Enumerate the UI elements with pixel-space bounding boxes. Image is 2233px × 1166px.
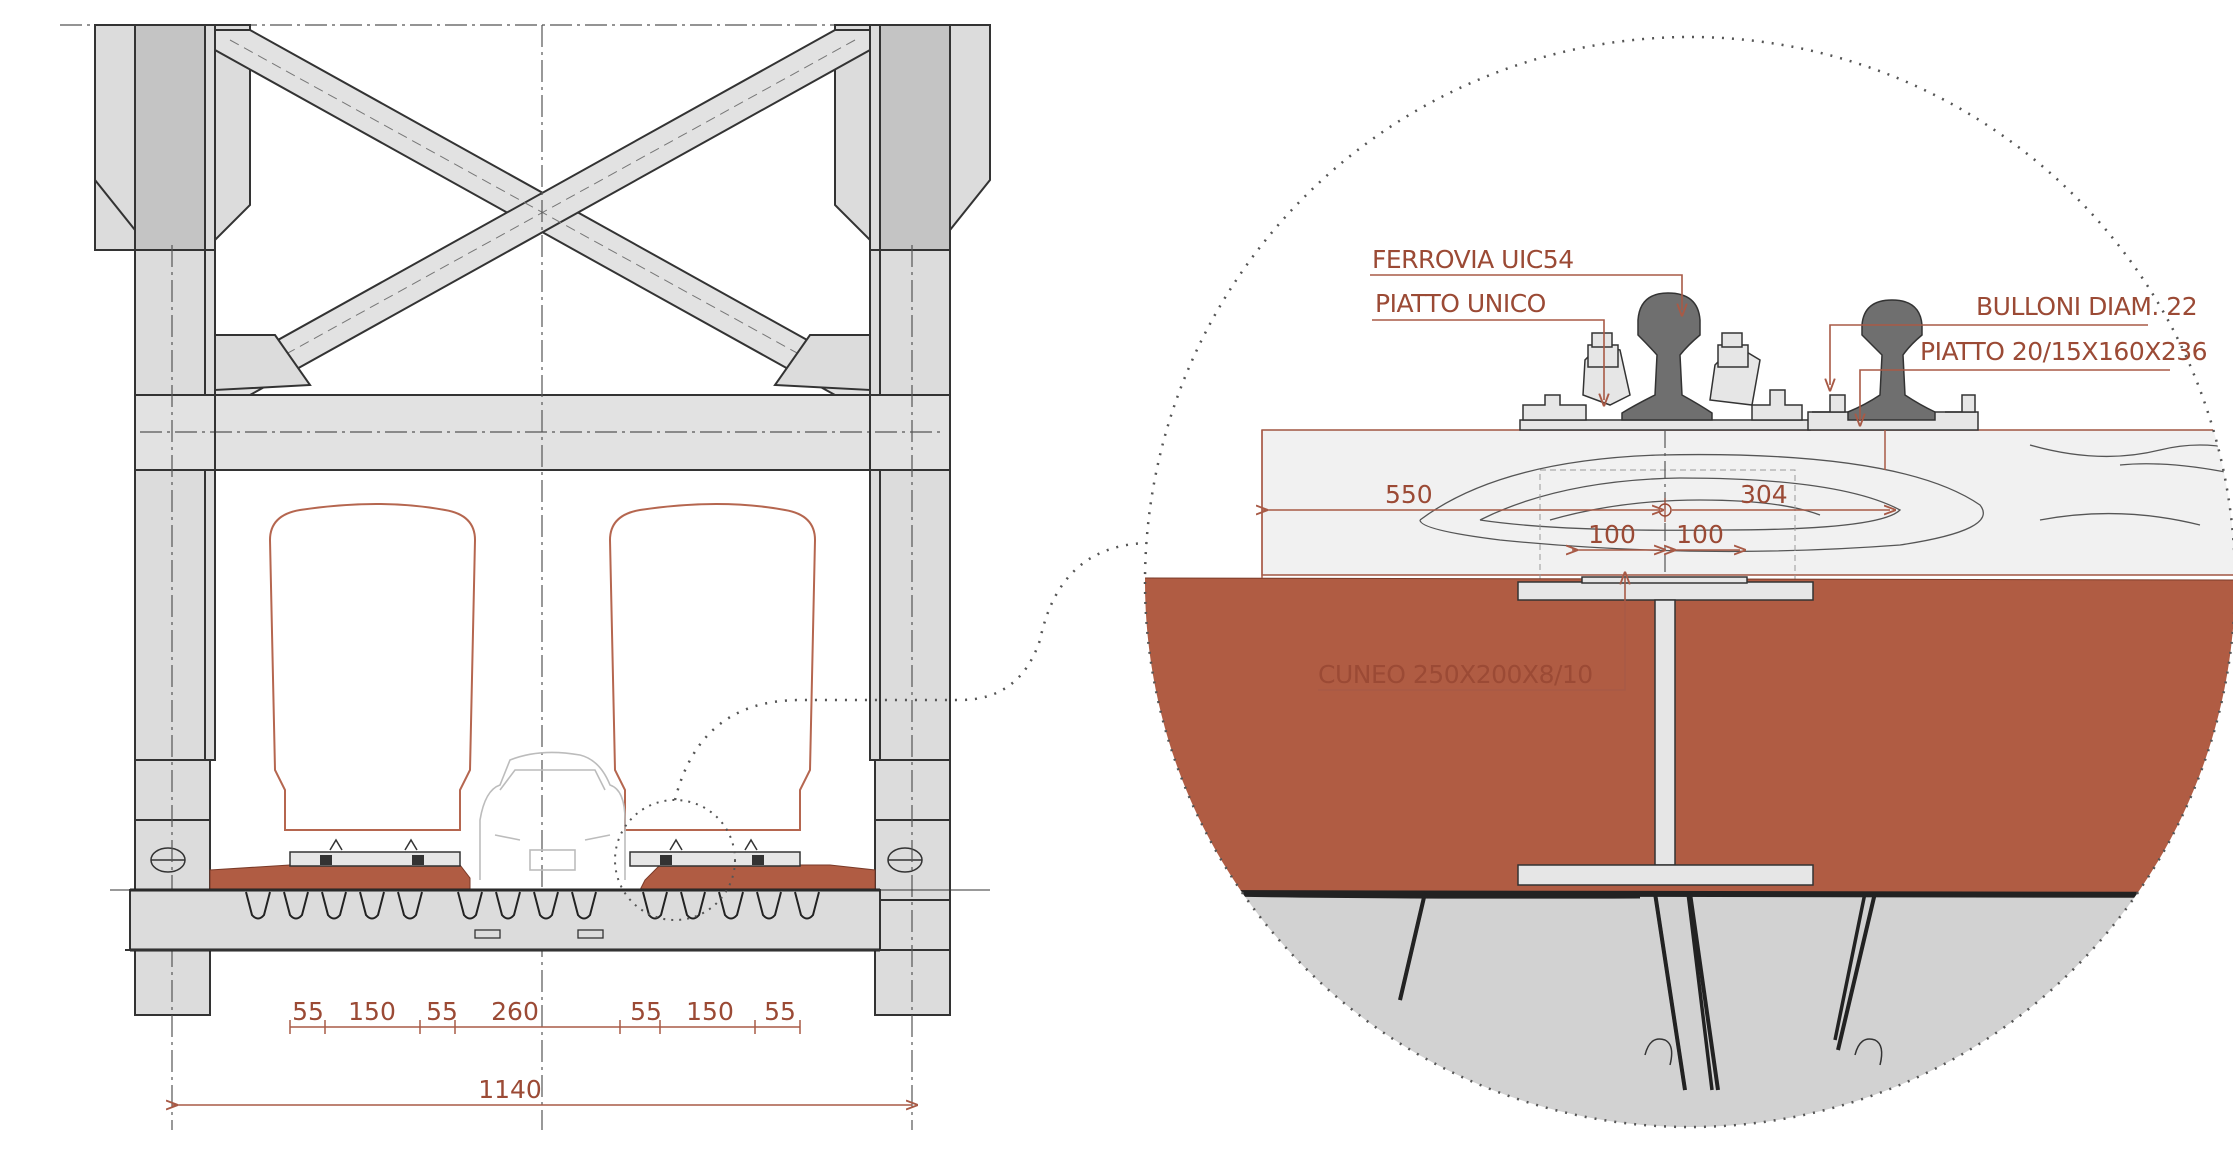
deck-troughs bbox=[129, 888, 881, 952]
deck-trough bbox=[718, 891, 744, 920]
overview-cross-section: 55 150 55 260 55 150 55 1140 bbox=[60, 24, 991, 1130]
deck-trough bbox=[283, 891, 309, 920]
dim-seg-2: 150 bbox=[348, 997, 396, 1026]
dim-seg-5: 55 bbox=[630, 997, 662, 1026]
dim-half-right-100: 100 bbox=[1676, 520, 1724, 549]
deck-trough bbox=[457, 891, 483, 920]
deck-trough bbox=[495, 891, 521, 920]
label-single-plate: PIATTO UNICO bbox=[1375, 289, 1546, 318]
dim-overall: 1140 bbox=[478, 1075, 542, 1104]
overview-detail-callout bbox=[614, 799, 736, 921]
detail-deck-slab bbox=[1145, 577, 2233, 896]
timber-sleeper bbox=[1261, 429, 2233, 581]
track-right bbox=[629, 838, 801, 867]
rail-uic54-right bbox=[1812, 299, 1976, 421]
i-beam-wedge bbox=[1517, 576, 1814, 886]
deck-trough bbox=[533, 891, 559, 920]
detail-annotations: FERROVIA UIC54 PIATTO UNICO BULLONI DIAM… bbox=[1262, 245, 2208, 691]
label-rail: FERROVIA UIC54 bbox=[1372, 245, 1574, 274]
train-right-outline bbox=[608, 503, 817, 831]
deck-trough bbox=[321, 891, 347, 920]
track-left bbox=[289, 838, 461, 867]
dim-seg-4: 260 bbox=[491, 997, 539, 1026]
deck-trough bbox=[680, 891, 706, 920]
dim-left-550: 550 bbox=[1385, 480, 1433, 509]
label-plate: PIATTO 20/15X160X236 bbox=[1920, 337, 2207, 366]
deck-trough bbox=[245, 891, 271, 920]
deck-trough bbox=[756, 891, 782, 920]
dim-right-304: 304 bbox=[1740, 480, 1788, 509]
deck-trough bbox=[359, 891, 385, 920]
dim-seg-3: 55 bbox=[426, 997, 458, 1026]
deck-trough bbox=[397, 891, 423, 920]
dimension-chain: 55 150 55 260 55 150 55 1140 bbox=[172, 997, 912, 1105]
dim-seg-7: 55 bbox=[764, 997, 796, 1026]
deck-trough bbox=[794, 891, 820, 920]
deck-slab-left bbox=[209, 864, 471, 891]
deck-slab-right bbox=[639, 864, 876, 891]
train-left-outline bbox=[268, 503, 477, 831]
rail-uic54-left bbox=[1522, 292, 1803, 421]
dim-seg-6: 150 bbox=[686, 997, 734, 1026]
label-wedge: CUNEO 250X200X8/10 bbox=[1318, 660, 1593, 689]
deck-trough bbox=[571, 891, 597, 920]
dim-half-left-100: 100 bbox=[1588, 520, 1636, 549]
detail-circle: FERROVIA UIC54 PIATTO UNICO BULLONI DIAM… bbox=[1143, 35, 2233, 1129]
detail-deck-troughs bbox=[1145, 890, 2233, 1127]
car-outline bbox=[479, 751, 626, 880]
label-bolts: BULLONI DIAM. 22 bbox=[1976, 292, 2197, 321]
dim-seg-1: 55 bbox=[292, 997, 324, 1026]
